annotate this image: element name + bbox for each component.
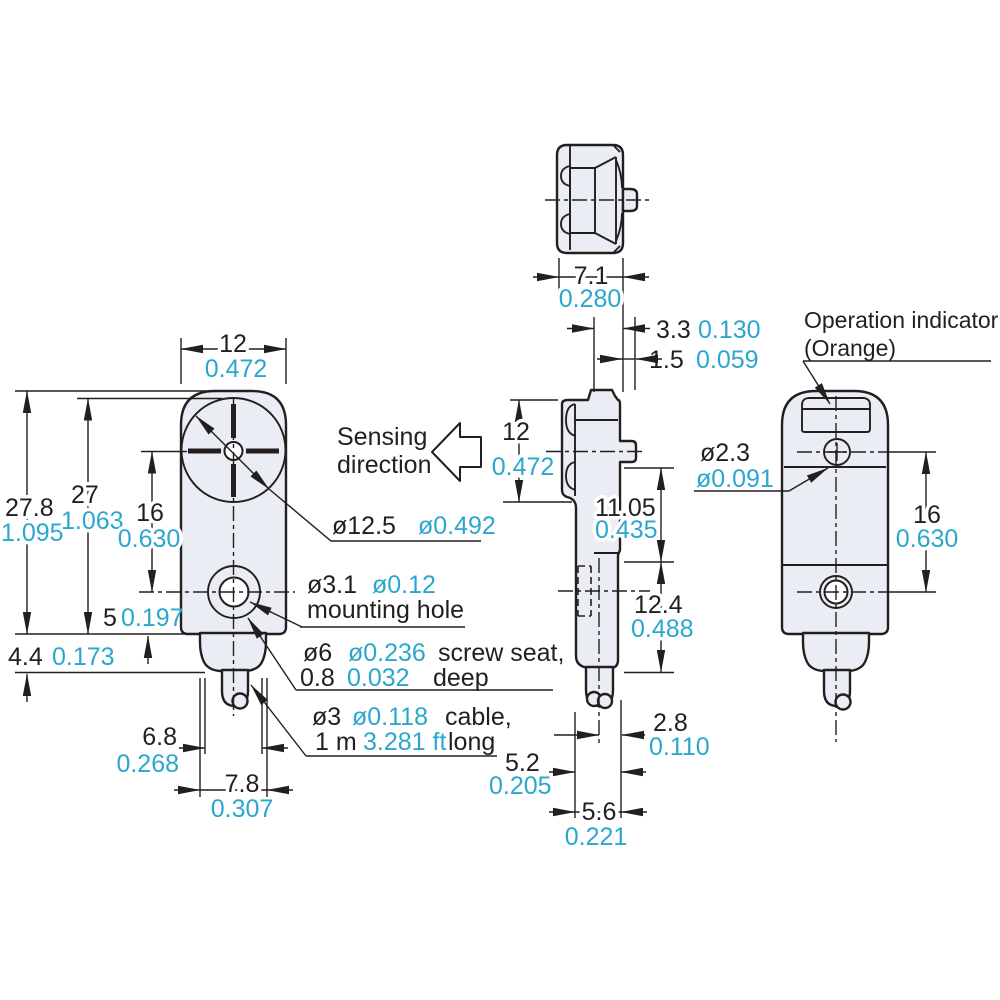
callout-cable-mm: ø3 <box>312 703 341 731</box>
dim-body-h-in: 1.063 <box>61 507 124 535</box>
dim-step-w-mm: 7.8 <box>225 770 260 798</box>
dim-boot-h-in: 0.173 <box>52 643 115 671</box>
side-view-body <box>560 388 638 670</box>
callout-indicator-hole-mm: ø2.3 <box>700 439 750 467</box>
back-dimensions: 16 0.630 ø2.3 ø0.091 Operation indicator… <box>694 307 999 593</box>
dim-back-hole-mm: 16 <box>913 501 941 529</box>
dim-body-d1-in: 0.205 <box>489 772 552 800</box>
dim-front-width-mm: 12 <box>219 330 247 358</box>
dim-depth-mm: 7.1 <box>574 262 609 290</box>
sensing-direction-arrow-icon <box>431 422 482 482</box>
dim-bump-in: 0.059 <box>696 346 759 374</box>
callout-cable-mm2: 1 m <box>315 728 357 756</box>
dim-head-h-mm: 12 <box>502 418 530 446</box>
callout-indicator-hole-in: ø0.091 <box>696 465 774 493</box>
dim-overall-h-mm: 27.8 <box>5 494 54 522</box>
top-view <box>545 143 652 255</box>
dim-bump-mm: 1.5 <box>649 346 684 374</box>
dim-lens-face-in: 0.130 <box>698 316 761 344</box>
callout-cable-text2: long <box>448 728 495 756</box>
dim-body-d2-in: 0.221 <box>565 823 628 851</box>
dim-front-width-in: 0.472 <box>205 355 268 383</box>
dim-boot-h-mm: 4.4 <box>8 643 43 671</box>
sensing-direction-label-1: Sensing <box>337 423 427 451</box>
callout-seat-in: ø0.236 <box>348 639 426 667</box>
dim-step-w-in: 0.307 <box>211 795 274 823</box>
operation-indicator-label-1: Operation indicator <box>804 307 999 333</box>
operation-indicator-label-2: (Orange) <box>804 335 896 361</box>
back-cable-end <box>834 693 852 711</box>
callout-cable-in2: 3.281 ft <box>363 728 446 756</box>
dim-lens-to-hole-in: 0.630 <box>118 525 181 553</box>
callout-seat-text2: deep <box>433 664 489 692</box>
sensing-direction-label-2: direction <box>337 451 432 479</box>
dim-lens-face-mm: 3.3 <box>656 316 691 344</box>
dim-overall-h-in: 1.095 <box>1 519 64 547</box>
dim-hole-to-bottom-in: 0.197 <box>121 604 184 632</box>
callout-lens-in: ø0.492 <box>418 512 496 540</box>
side-view <box>546 388 650 744</box>
dim-hole-to-bottom-mm: 5 <box>103 604 117 632</box>
front-callouts: ø12.5 ø0.492 ø3.1 ø0.12 mounting hole ø6… <box>195 415 564 757</box>
dim-back-hole-in: 0.630 <box>896 525 959 553</box>
dim-body-h-mm: 27 <box>71 481 99 509</box>
dim-lens-drop-in: 0.435 <box>595 516 658 544</box>
side-cable-end-2 <box>596 692 614 710</box>
callout-mount-mm: ø3.1 <box>307 571 357 599</box>
callout-seat-text: screw seat, <box>438 639 564 667</box>
callout-cable-text: cable, <box>445 703 512 731</box>
callout-seat-mm2: 0.8 <box>300 664 335 692</box>
dim-lower-h-in: 0.488 <box>631 615 694 643</box>
dim-lower-h-mm: 12.4 <box>634 591 683 619</box>
callout-cable-in: ø0.118 <box>352 703 428 731</box>
top-view-body <box>555 143 625 255</box>
front-view <box>139 389 295 716</box>
dim-lens-to-hole-mm: 16 <box>136 499 164 527</box>
dim-neck-w-mm: 6.8 <box>142 723 177 751</box>
dim-body-d2-mm: 5.6 <box>582 798 617 826</box>
dim-depth-in: 0.280 <box>559 285 622 313</box>
callout-seat-in2: 0.032 <box>347 664 410 692</box>
dim-neck-w-in: 0.268 <box>116 750 179 778</box>
dim-lens-drop-mm: 11.05 <box>595 494 656 522</box>
dim-cable-off-mm: 2.8 <box>653 709 688 737</box>
side-dimensions: 7.1 0.280 3.3 0.130 1.5 0.059 12 0.472 1… <box>488 258 761 851</box>
front-dimensions: 12 0.472 27.8 1.095 27 1.063 16 0.630 5 … <box>0 327 293 823</box>
dim-cable-off-in: 0.110 <box>649 733 710 761</box>
dim-head-h-in: 0.472 <box>492 453 555 481</box>
dim-body-d1-mm: 5.2 <box>505 749 540 777</box>
callout-seat-mm: ø6 <box>303 639 332 667</box>
callout-mount-in: ø0.12 <box>372 571 436 599</box>
front-cable-end <box>231 692 249 710</box>
indicator-window <box>801 397 871 433</box>
callout-lens-mm: ø12.5 <box>332 512 396 540</box>
back-view <box>780 389 890 742</box>
callout-mount-text: mounting hole <box>307 596 464 624</box>
